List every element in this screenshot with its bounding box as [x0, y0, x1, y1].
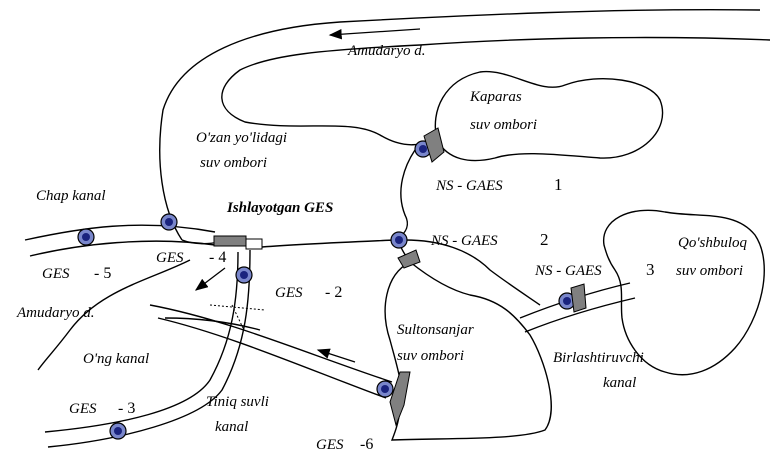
sultonsanjar-label-line1: Sultonsanjar	[397, 322, 474, 338]
crossing-dash-1	[231, 304, 245, 331]
ges4-label-num: - 4	[209, 249, 226, 266]
river-right-shore	[404, 239, 541, 306]
ishlayotgan-ges-dam	[213, 235, 247, 247]
river-flow-arrow-top	[328, 28, 421, 40]
ns-gaes3-label-num: 3	[646, 260, 655, 279]
amudaryo-top-label: Amudaryo d.	[347, 43, 426, 59]
ns-gaes1-label-num: 1	[554, 175, 563, 194]
ong-kanal-left-bank	[44, 251, 239, 433]
tiniq-kanal-upper-bank	[149, 304, 393, 383]
ges4-label-name: GES	[156, 250, 184, 266]
amudaryo-left-label: Amudaryo d.	[16, 305, 95, 321]
ges5-station-marker	[77, 228, 95, 246]
ns-gaes2-station-marker	[390, 231, 408, 249]
ozan-label-line2: suv ombori	[200, 155, 267, 171]
kaparas-label-line2: suv ombori	[470, 117, 537, 133]
tiniq-kanal-label-line2: kanal	[215, 419, 248, 435]
birlashtiruvchi-label-line1: Birlashtiruvchi	[553, 350, 644, 366]
qoshbuloq-label-line1: Qo'shbuloq	[678, 235, 748, 251]
tiniq-kanal-label-line1: Tiniq suvli	[206, 394, 269, 410]
amudaryo-top-outer-bank	[159, 8, 761, 241]
ns-gaes2-label-num: 2	[540, 230, 549, 249]
chap-kanal-lower	[29, 240, 216, 257]
crossing-dash-2	[209, 304, 266, 311]
birlashtiruvchi-label-line2: kanal	[603, 375, 636, 391]
amudaryo-downstream-bank-1	[37, 259, 191, 371]
chap-kanal-label: Chap kanal	[36, 188, 106, 204]
ges2-label-name: GES	[275, 285, 303, 301]
ges3-label-num: - 3	[118, 400, 135, 417]
ges5-label-num: - 5	[94, 265, 111, 282]
ns-gaes1-label-name: NS - GAES	[435, 178, 503, 194]
ns-gaes1-structure	[423, 127, 445, 163]
ges3-station-marker	[109, 422, 127, 440]
river-flow-arrow-left	[194, 267, 226, 291]
ishlayotgan-ges-label: Ishlayotgan GES	[226, 200, 333, 216]
ong-kanal-label: O'ng kanal	[83, 351, 149, 367]
ong-kanal-right-bank	[47, 249, 251, 448]
ns-gaes3-structure	[570, 283, 587, 313]
ges6-label-name: GES	[316, 437, 344, 453]
birlashtiruvchi-kanal-lower	[524, 297, 636, 333]
ns-gaes3-label-name: NS - GAES	[534, 263, 602, 279]
ges6-structure	[389, 371, 411, 427]
tiniq-kanal-lower-bank	[157, 317, 387, 399]
ges3-label-name: GES	[69, 401, 97, 417]
qoshbuloq-label-line2: suv ombori	[676, 263, 743, 279]
ges2-label-num: - 2	[325, 284, 342, 301]
ges6-label-num: -6	[360, 436, 373, 453]
ns-gaes2-structure	[397, 249, 421, 269]
ges5-label-name: GES	[42, 266, 70, 282]
ishlayotgan-ges-box	[245, 238, 263, 250]
ozan-reservoir-right-bank	[395, 149, 416, 241]
chap-kanal-upper	[24, 224, 216, 241]
ges4-station-marker	[235, 266, 253, 284]
ozan-label-line1: O'zan yo'lidagi	[196, 130, 287, 146]
qoshbuloq-reservoir-shape	[603, 209, 765, 376]
chap-kanal-station-marker	[160, 213, 178, 231]
kaparas-label-line1: Kaparas	[469, 89, 522, 105]
sultonsanjar-label-line2: suv ombori	[397, 348, 464, 364]
amudaryo-top-inner-bank	[221, 36, 771, 146]
ozan-reservoir-dam-line	[261, 239, 396, 248]
sultonsanjar-reservoir-shape	[384, 261, 552, 441]
ges6-station-marker	[376, 380, 394, 398]
kaparas-reservoir-shape	[434, 70, 664, 162]
ns-gaes3-station-marker	[558, 292, 576, 310]
tiniq-kanal-flow-arrow	[316, 348, 356, 363]
ns-gaes2-label-name: NS - GAES	[430, 233, 498, 249]
